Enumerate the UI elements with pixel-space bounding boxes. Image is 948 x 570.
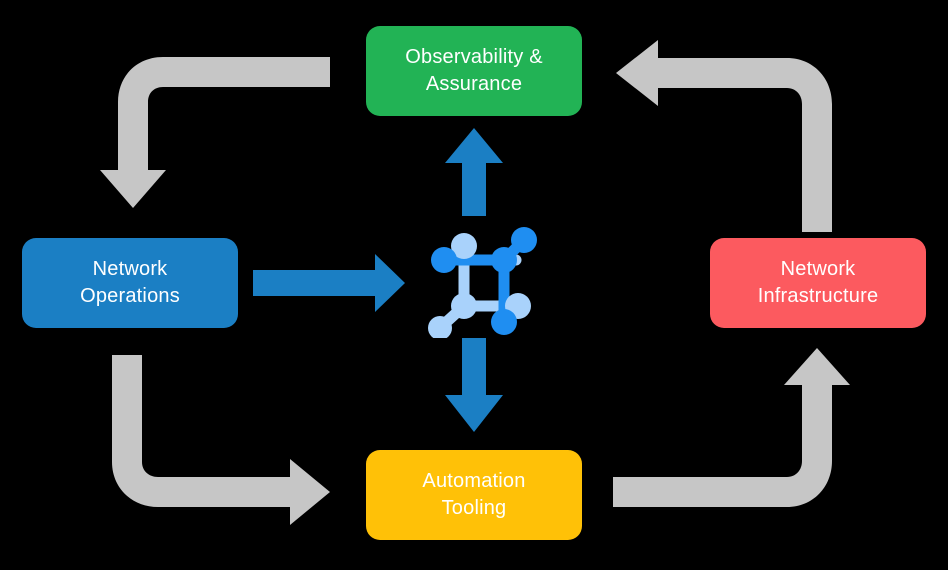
arrow-hub-to-observability bbox=[445, 128, 503, 216]
arrow-automation-to-infrastructure bbox=[613, 348, 850, 507]
node-label: Observability & Assurance bbox=[405, 46, 543, 95]
node-label: Automation Tooling bbox=[422, 470, 526, 519]
arrow-infrastructure-to-observability bbox=[616, 40, 832, 232]
arrow-hub-to-automation bbox=[445, 338, 503, 432]
arrow-operations-to-hub bbox=[253, 254, 405, 312]
arrow-observability-to-operations bbox=[100, 57, 330, 208]
node-observability-assurance[interactable]: Observability & Assurance bbox=[366, 26, 582, 116]
arrow-operations-to-automation bbox=[112, 355, 330, 525]
node-label: Network Operations bbox=[80, 258, 180, 307]
node-network-infrastructure[interactable]: Network Infrastructure bbox=[710, 238, 926, 328]
node-network-operations[interactable]: Network Operations bbox=[22, 238, 238, 328]
node-automation-tooling[interactable]: Automation Tooling bbox=[366, 450, 582, 540]
network-topology-icon bbox=[428, 227, 537, 338]
node-label: Network Infrastructure bbox=[757, 258, 879, 307]
